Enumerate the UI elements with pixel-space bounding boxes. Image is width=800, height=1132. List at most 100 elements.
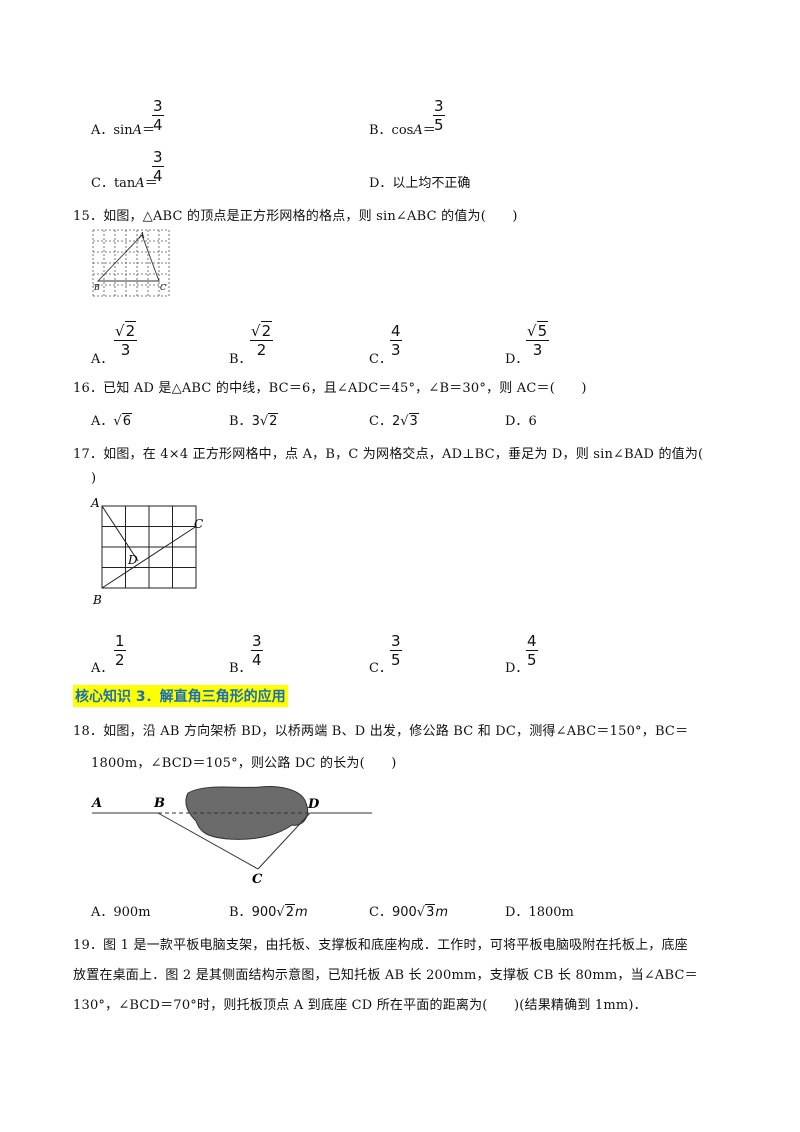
q16-option-c: C．2√3 xyxy=(369,410,419,429)
q15-option-b-letter: B． xyxy=(229,352,252,367)
label-c: C xyxy=(160,283,166,292)
q14-option-d: D．以上均不正确 xyxy=(369,176,471,191)
q15-question: 15．如图，△ABC 的顶点是正方形网格的格点，则 sin∠ABC 的值为( ) xyxy=(73,209,518,224)
option-eq: ＝ xyxy=(422,123,436,138)
q15-option-c-letter: C． xyxy=(369,352,392,367)
radicand: 3 xyxy=(408,413,419,429)
q16-option-a: A．√6 xyxy=(91,410,132,429)
q19-question-line1: 19．图 1 是一款平板电脑支架，由托板、支撑板和底座构成．工作时，可将平板电脑… xyxy=(73,938,688,953)
q16-option-d: D．6 xyxy=(505,410,537,429)
option-value: 1800m xyxy=(528,905,574,920)
segment-ad xyxy=(101,505,139,562)
q17-question-cont: ) xyxy=(91,471,97,486)
coefficient: 900 xyxy=(251,905,277,920)
option-letter: B． xyxy=(229,414,252,429)
option-value: 900√3m xyxy=(391,904,449,920)
denominator: 4 xyxy=(153,116,163,134)
numerator: 4 xyxy=(527,632,537,650)
label-b: B xyxy=(153,796,165,811)
option-text: C．tan xyxy=(91,176,136,191)
denominator: 4 xyxy=(252,651,262,669)
denominator: 5 xyxy=(434,116,444,134)
option-value: 900m xyxy=(113,905,151,920)
numerator: 3 xyxy=(153,148,163,166)
numerator: 3 xyxy=(434,97,444,115)
q16-question: 16．已知 AD 是△ABC 的中线，BC＝6，且∠ADC＝45°，∠B＝30°… xyxy=(73,381,587,396)
option-eq: ＝ xyxy=(144,176,158,191)
option-value: √6 xyxy=(113,413,132,429)
denominator: 2 xyxy=(256,341,267,359)
q18-option-b: B．900√2m xyxy=(229,901,308,920)
denominator: 3 xyxy=(532,341,543,359)
q14-option-c: C．tanA＝ xyxy=(91,172,158,191)
option-letter: C． xyxy=(369,414,392,429)
radicand: 3 xyxy=(425,904,436,920)
road-dc xyxy=(257,812,311,870)
numerator: 3 xyxy=(391,632,401,650)
option-var: A xyxy=(135,176,145,191)
unit: m xyxy=(435,905,449,920)
option-letter: A． xyxy=(91,905,114,920)
option-letter: B． xyxy=(229,905,252,920)
q17-option-d-letter: D． xyxy=(505,661,529,676)
grid-lines xyxy=(92,229,170,297)
radicand: 2 xyxy=(260,321,273,340)
q19-question-line3: 130°，∠BCD＝70°时，则托板顶点 A 到底座 CD 所在平面的距离为( … xyxy=(73,998,647,1013)
option-value: 3√2 xyxy=(251,413,279,429)
option-var: A xyxy=(413,123,423,138)
numerator: 3 xyxy=(153,97,163,115)
label-b: B xyxy=(92,593,102,607)
triangle-abc xyxy=(96,234,160,282)
coefficient: 3 xyxy=(251,414,260,429)
label-c: C xyxy=(194,517,203,531)
numerator: √2 xyxy=(251,321,273,340)
label-b: B xyxy=(93,283,100,292)
radicand: 2 xyxy=(124,321,137,340)
q15-option-a-letter: A． xyxy=(91,352,114,367)
q17-option-b-letter: B． xyxy=(229,661,252,676)
option-var: A xyxy=(132,123,142,138)
q18-question-line2: 1800m，∠BCD＝105°，则公路 DC 的长为( ) xyxy=(91,756,397,771)
q15-option-d-letter: D． xyxy=(505,352,529,367)
denominator: 4 xyxy=(153,167,163,185)
option-value: 900√2m xyxy=(251,904,308,920)
q16-option-b: B．3√2 xyxy=(229,410,279,429)
label-a: A xyxy=(90,796,102,811)
grid-lines xyxy=(101,505,197,589)
option-letter: A． xyxy=(91,414,114,429)
coefficient: 2 xyxy=(391,414,401,429)
q14-option-a: A．sinA＝ xyxy=(91,119,155,138)
option-letter: D． xyxy=(505,905,529,920)
denominator: 5 xyxy=(527,651,537,669)
q18-option-a: A．900m xyxy=(91,901,151,920)
q17-grid-diagram: A B C D xyxy=(90,496,203,607)
numerator: 3 xyxy=(252,632,262,650)
unit: m xyxy=(294,905,308,920)
radicand: 2 xyxy=(284,904,295,920)
label-a: A xyxy=(138,231,145,240)
radicand: 5 xyxy=(536,321,549,340)
denominator: 2 xyxy=(115,651,125,669)
q15-grid-diagram: A B C xyxy=(92,229,170,297)
coefficient: 900 xyxy=(391,905,417,920)
numerator: √5 xyxy=(527,321,549,340)
numerator: √2 xyxy=(115,321,137,340)
denominator: 3 xyxy=(120,341,131,359)
lake-shape xyxy=(185,786,308,840)
q17-option-a-letter: A． xyxy=(91,661,114,676)
q18-question-line1: 18．如图，沿 AB 方向架桥 BD，以桥两端 B、D 出发，修公路 BC 和 … xyxy=(73,724,689,739)
q18-option-c: C．900√3m xyxy=(369,901,448,920)
q17-question: 17．如图，在 4×4 正方形网格中，点 A，B，C 为网格交点，AD⊥BC，垂… xyxy=(73,447,704,462)
option-text: B．cos xyxy=(369,123,414,138)
road-bc xyxy=(157,812,259,870)
q17-option-c-letter: C． xyxy=(369,661,392,676)
label-c: C xyxy=(252,872,263,887)
